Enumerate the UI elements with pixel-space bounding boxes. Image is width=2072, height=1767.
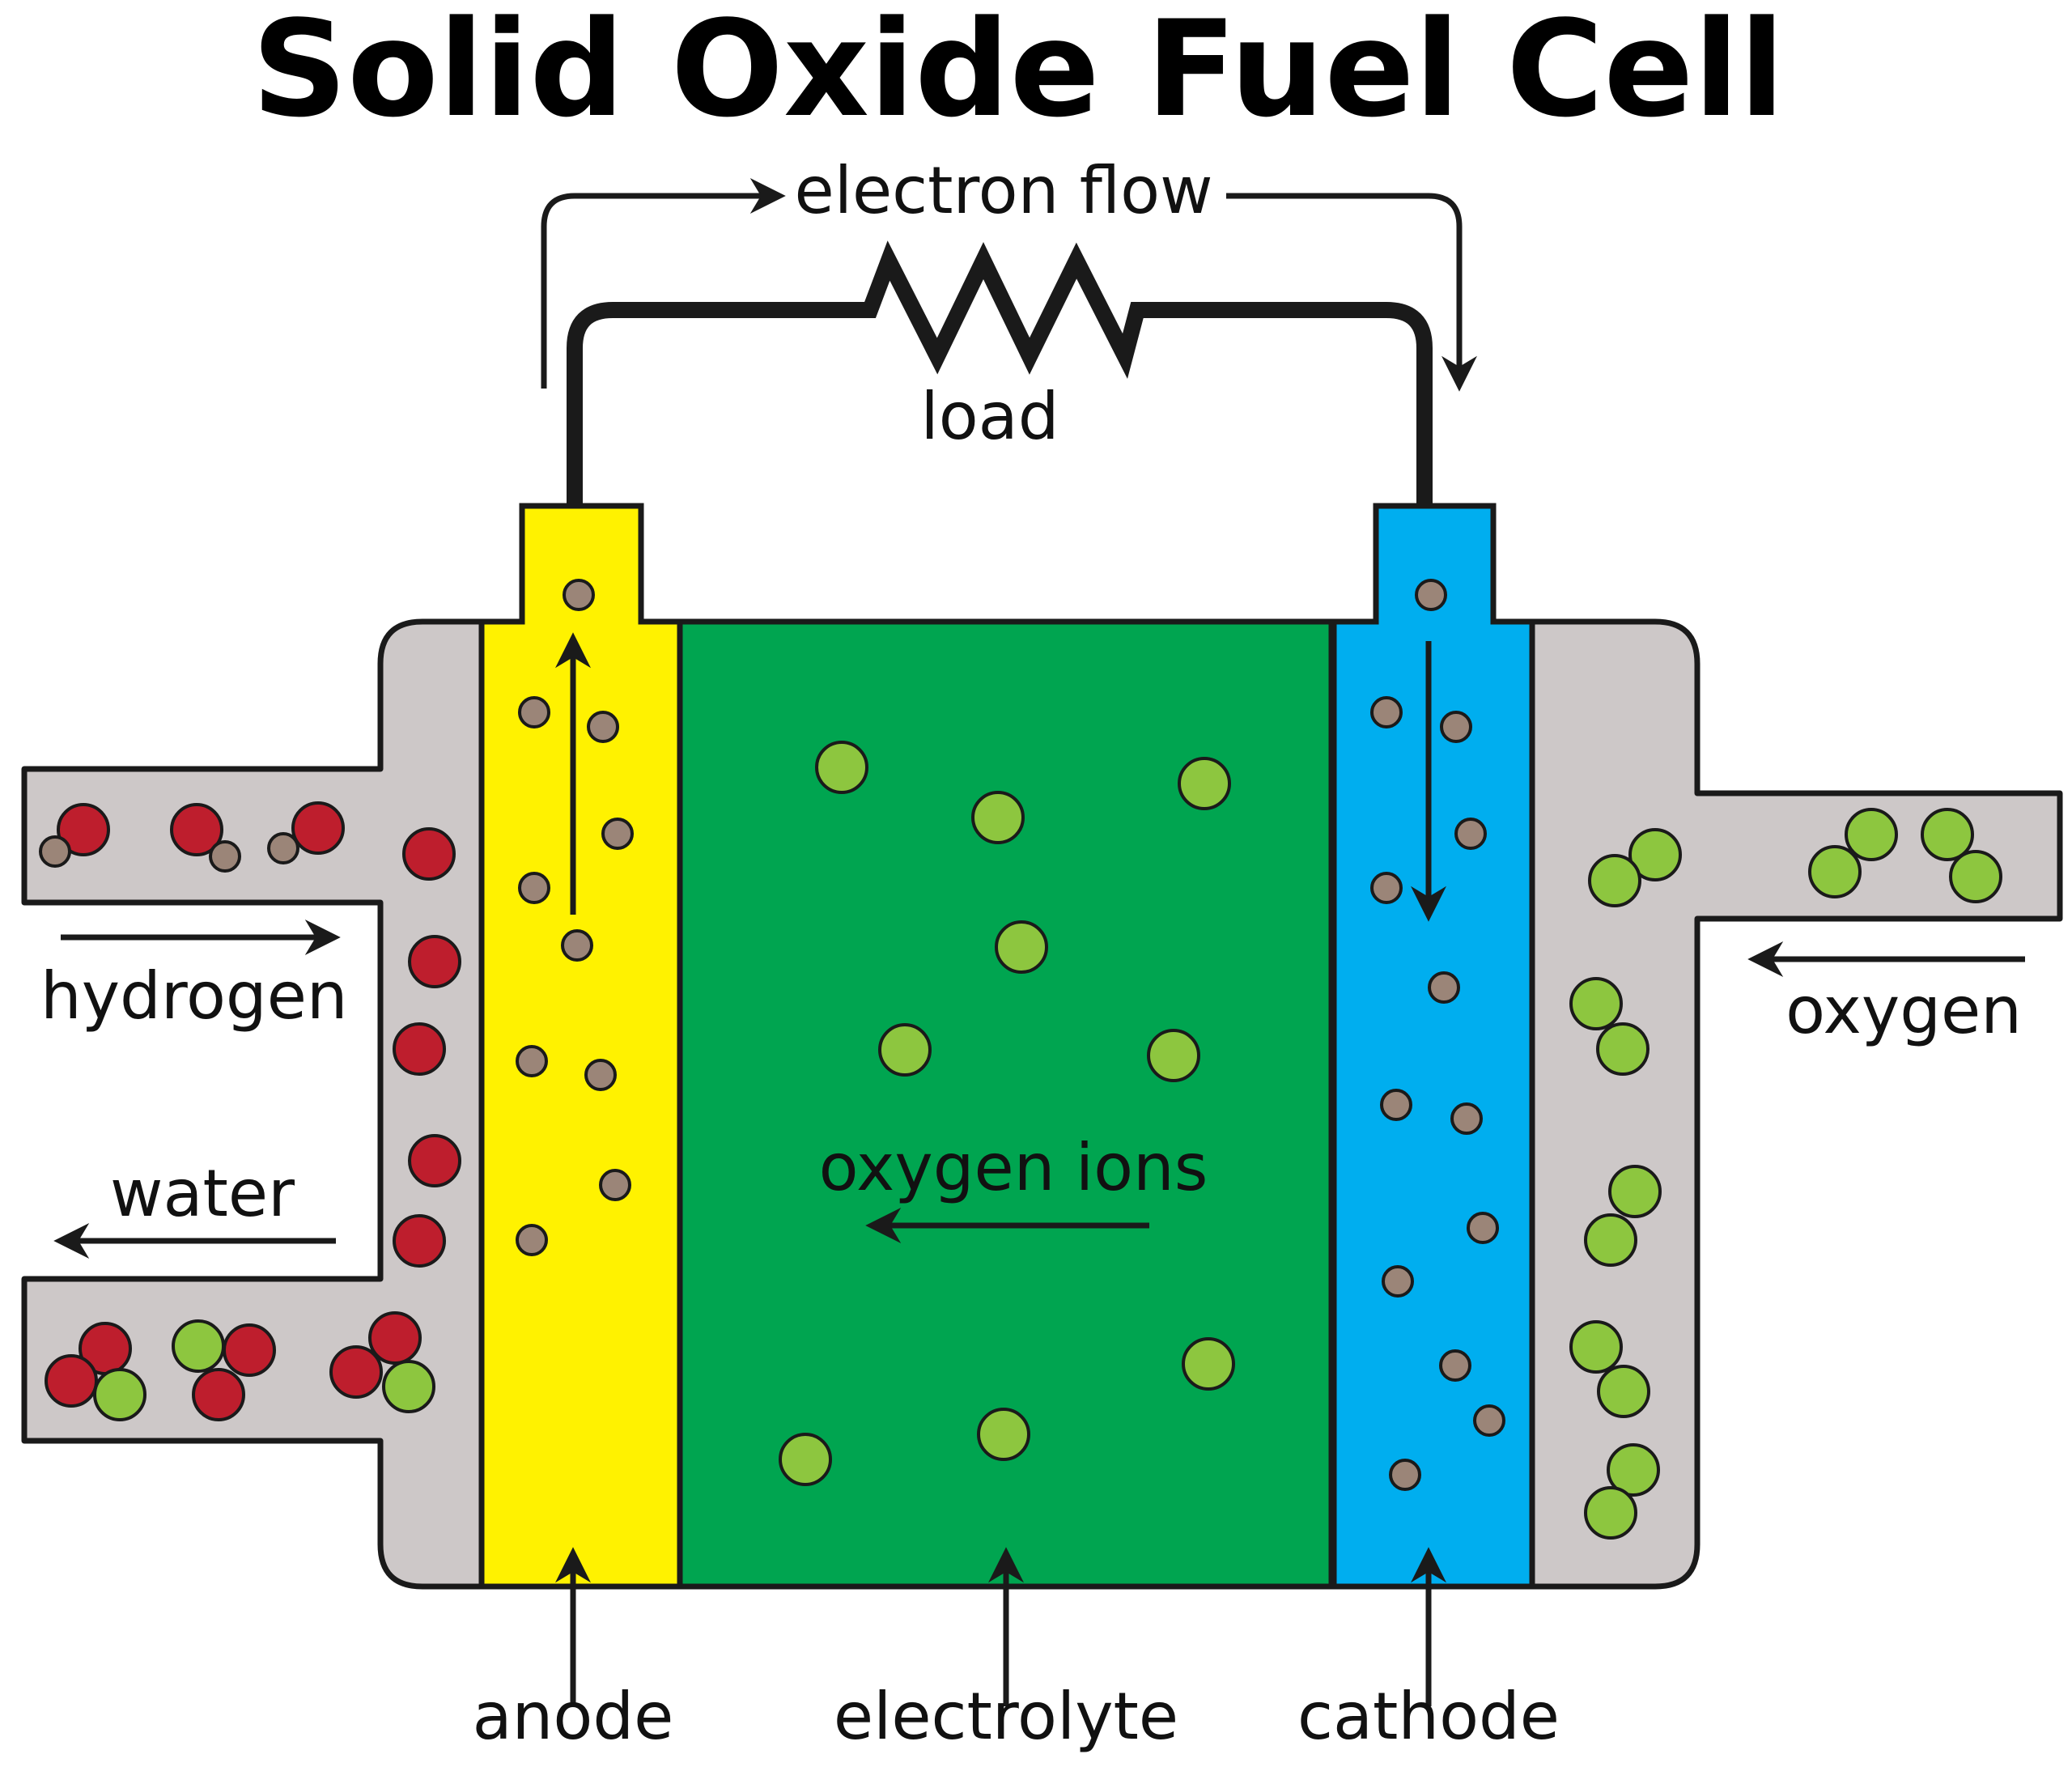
electrolyte-label: electrolyte bbox=[834, 1679, 1178, 1754]
electron-particle bbox=[39, 835, 71, 868]
electron-flow-arrow-right bbox=[1226, 193, 1477, 392]
cathode-layer bbox=[1331, 503, 1535, 1590]
hydrogen-atom bbox=[45, 1354, 98, 1408]
load-label: load bbox=[921, 379, 1059, 454]
oxygen-ion bbox=[977, 1408, 1030, 1461]
oxygen-label: oxygen bbox=[1785, 973, 2022, 1048]
oxygen-atom bbox=[93, 1368, 146, 1421]
oxygen-ion bbox=[1178, 757, 1231, 810]
hydrogen-atom bbox=[291, 801, 345, 855]
oxygen-atom bbox=[1597, 1365, 1650, 1418]
electron-particle bbox=[584, 1059, 617, 1091]
oxygen-atom bbox=[1808, 845, 1862, 898]
electron-particle bbox=[1467, 1212, 1499, 1244]
electron-flow-arrow-left bbox=[541, 178, 786, 389]
electron-particle bbox=[599, 1169, 631, 1201]
hydrogen-atom bbox=[57, 803, 110, 856]
hydrogen-atom bbox=[408, 935, 461, 988]
oxygen-ions-label: oxygen ions bbox=[819, 1130, 1208, 1205]
electron-particle bbox=[518, 696, 550, 728]
electron-flow-label: electron flow bbox=[795, 153, 1213, 228]
electron-particle bbox=[1439, 1349, 1471, 1382]
electron-particle bbox=[1473, 1404, 1505, 1437]
oxygen-ion bbox=[1182, 1337, 1235, 1391]
electron-particle bbox=[1428, 971, 1460, 1004]
oxygen-atom bbox=[1569, 977, 1623, 1030]
left-housing bbox=[21, 618, 489, 1590]
oxygen-atom bbox=[382, 1360, 435, 1413]
oxygen-atom bbox=[1584, 1486, 1637, 1540]
oxygen-ion bbox=[1147, 1029, 1200, 1082]
hydrogen-atom bbox=[393, 1214, 446, 1268]
electron-particle bbox=[1389, 1459, 1421, 1491]
oxygen-atom bbox=[1949, 850, 2002, 903]
circuit-wire bbox=[567, 240, 1433, 508]
oxygen-ion bbox=[878, 1023, 932, 1077]
hydrogen-atom bbox=[408, 1134, 461, 1187]
page-title: Solid Oxide Fuel Cell bbox=[252, 0, 1785, 147]
anode-layer bbox=[478, 503, 683, 1590]
oxygen-atom bbox=[1607, 1443, 1660, 1497]
electron-particle bbox=[1415, 579, 1447, 611]
electron-particle bbox=[601, 818, 634, 850]
electron-particle bbox=[1380, 1089, 1412, 1121]
hydrogen-atom bbox=[368, 1311, 422, 1365]
oxygen-atom bbox=[1569, 1320, 1623, 1374]
electron-particle bbox=[1382, 1265, 1414, 1298]
cathode-label: cathode bbox=[1297, 1679, 1560, 1754]
electron-particle bbox=[516, 1224, 548, 1256]
hydrogen-atom bbox=[393, 1022, 446, 1076]
electron-particle bbox=[587, 711, 619, 743]
anode-label: anode bbox=[473, 1679, 674, 1754]
right-housing bbox=[1526, 618, 2063, 1590]
electron-particle bbox=[563, 579, 595, 611]
oxygen-ion bbox=[779, 1433, 832, 1486]
electron-particle bbox=[1370, 872, 1403, 904]
oxygen-atom bbox=[1845, 808, 1898, 861]
electron-particle bbox=[1450, 1102, 1483, 1135]
electron-particle bbox=[1440, 711, 1472, 743]
electron-particle bbox=[1370, 696, 1403, 728]
oxygen-ion bbox=[995, 920, 1048, 974]
electron-particle bbox=[1454, 818, 1487, 850]
oxygen-atom bbox=[1588, 854, 1641, 907]
hydrogen-label: hydrogen bbox=[40, 958, 348, 1034]
hydrogen-atom bbox=[223, 1323, 276, 1377]
electron-particle bbox=[516, 1045, 548, 1077]
electron-particle bbox=[209, 840, 241, 873]
oxygen-atom bbox=[1608, 1165, 1662, 1218]
electron-particle bbox=[267, 832, 299, 864]
hydrogen-atom bbox=[402, 827, 456, 881]
oxygen-atom bbox=[1628, 828, 1682, 881]
water-label: water bbox=[110, 1156, 295, 1231]
oxygen-atom bbox=[172, 1319, 225, 1373]
particles bbox=[39, 579, 2002, 1540]
hydrogen-atom bbox=[170, 803, 223, 856]
oxygen-atom bbox=[1584, 1213, 1637, 1267]
oxygen-ion bbox=[971, 791, 1025, 844]
oxygen-atom bbox=[1921, 808, 1974, 861]
electron-particle bbox=[518, 872, 550, 904]
oxygen-ion bbox=[815, 741, 868, 794]
hydrogen-atom bbox=[329, 1345, 383, 1399]
oxygen-atom bbox=[1596, 1022, 1650, 1076]
hydrogen-atom bbox=[192, 1368, 245, 1421]
electron-particle bbox=[561, 929, 593, 962]
